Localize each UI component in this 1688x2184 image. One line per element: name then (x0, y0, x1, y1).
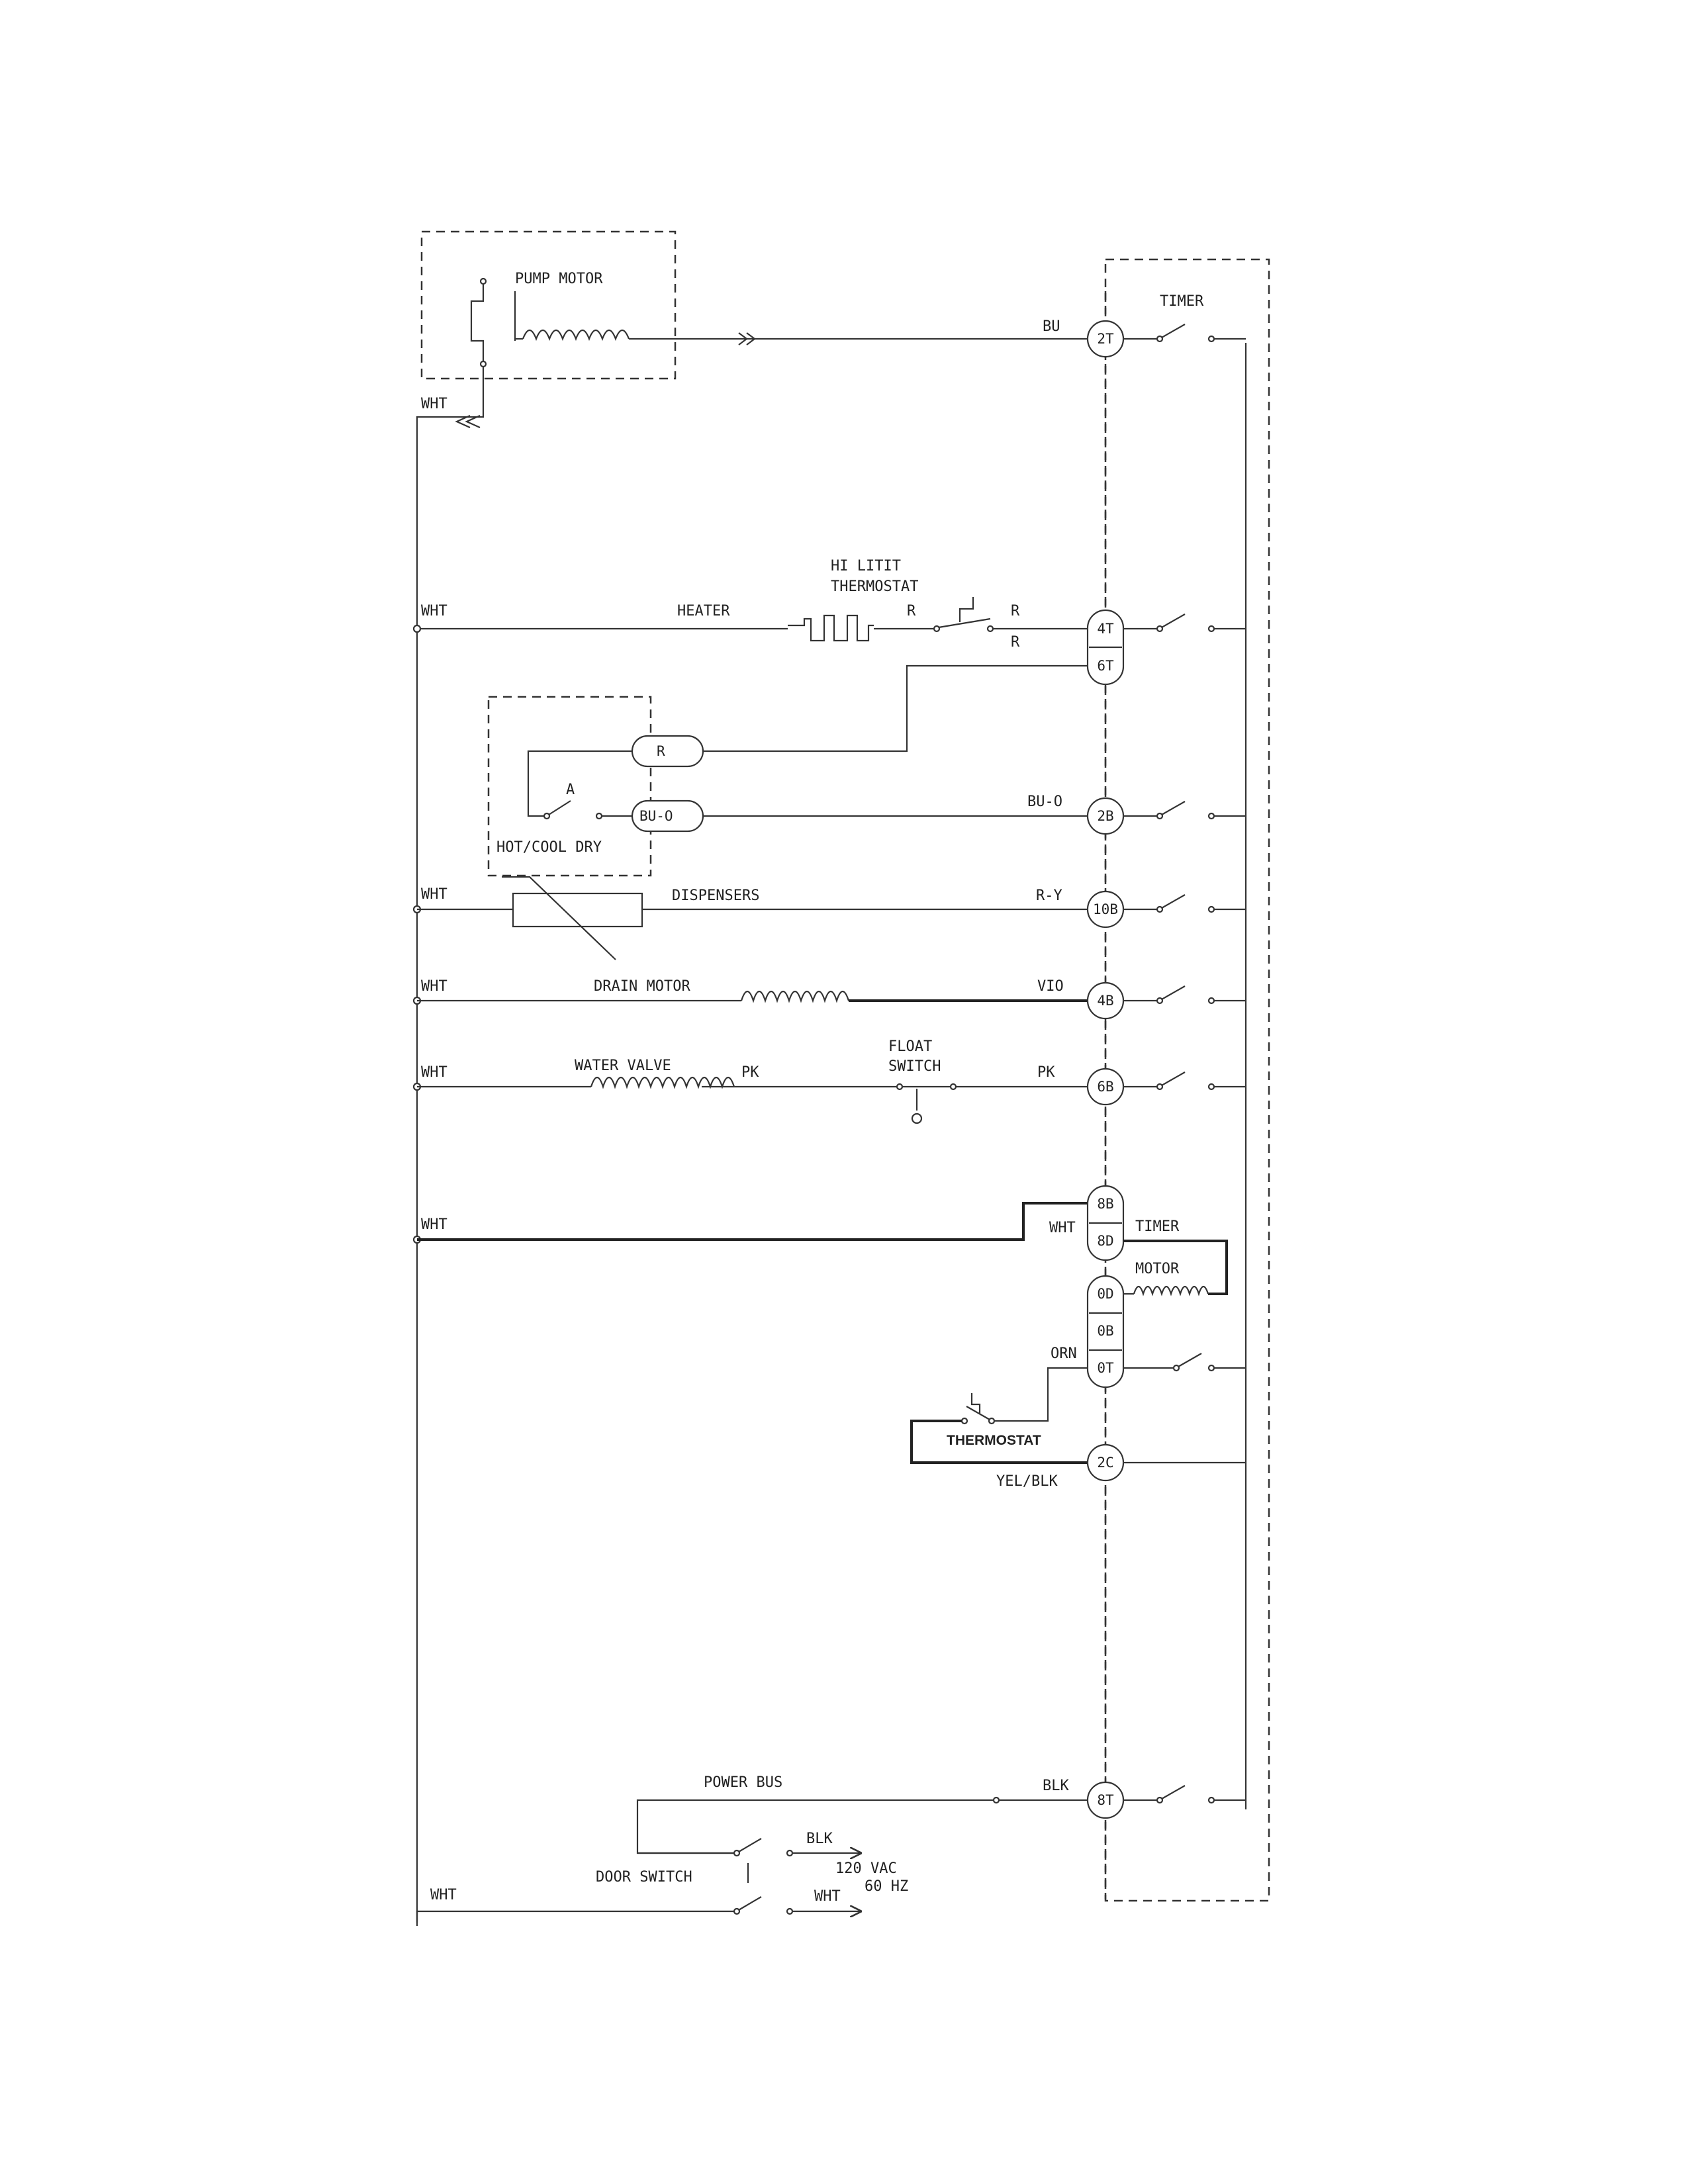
node-wht-heater (412, 624, 422, 633)
wire-wht-drain: WHT (421, 978, 447, 995)
terminal-8B-label: 8B (1097, 1196, 1113, 1212)
terminal-6B-label: 6B (1097, 1079, 1113, 1095)
wire-pk-1: PK (741, 1064, 759, 1081)
wire-timer-motor-loop (1123, 1240, 1228, 1295)
hot-cool-dry-label: HOT/COOL DRY (496, 839, 602, 856)
drain-motor-coil (740, 990, 850, 1003)
timer-contact-0T (1123, 1353, 1246, 1372)
hot-cool-dry-switch (527, 750, 632, 820)
thermostat-switch (961, 1393, 996, 1425)
wire-r-6T: R (1011, 634, 1020, 651)
timer-contact-4T (1123, 614, 1246, 633)
wire-wht-heater: WHT (421, 603, 447, 619)
terminal-0B-label: 0B (1097, 1323, 1113, 1339)
water-valve-coil (590, 1076, 735, 1089)
plug-BU-O-label: BU-O (639, 808, 673, 824)
timer-label: TIMER (1160, 293, 1204, 310)
float-switch-label-2: SWITCH (888, 1058, 941, 1075)
wire-pk-2: PK (1037, 1064, 1055, 1081)
power-bus-label: POWER BUS (704, 1774, 782, 1791)
dispensers-element (502, 876, 643, 960)
terminal-2T-label: 2T (1097, 331, 1114, 347)
terminal-8T-label: 8T (1097, 1792, 1114, 1808)
supply-frequency-label: 60 HZ (865, 1878, 908, 1895)
switch-a-label: A (566, 782, 575, 798)
supply-blk-label: BLK (806, 1831, 833, 1847)
supply-wht-label: WHT (814, 1888, 841, 1905)
wire-wht-dispensers: WHT (421, 886, 447, 903)
timer-contact-2B (1123, 801, 1246, 820)
wire-orn-label: ORN (1051, 1345, 1077, 1362)
hi-limit-label-1: HI LITIT (831, 558, 901, 574)
wire-bu: BU (1043, 318, 1060, 335)
wire-r-y-label: R-Y (1036, 887, 1062, 904)
wire-thermostat-loop (910, 1420, 1088, 1464)
terminal-4B-label: 4B (1097, 993, 1113, 1009)
wire-wht-pump: WHT (421, 396, 447, 412)
timer-enclosure (1104, 258, 1270, 1902)
supply-voltage-label: 120 VAC (835, 1860, 897, 1877)
timer-contact-6B (1123, 1071, 1246, 1091)
wire-wht-water: WHT (421, 1064, 447, 1081)
timer-contact-10B (1123, 894, 1246, 913)
timer-motor-label-1: TIMER (1135, 1218, 1180, 1235)
wire-vio-label: VIO (1037, 978, 1064, 995)
hot-cool-dry-enclosure (487, 696, 652, 877)
wire-bu-o-label: BU-O (1027, 794, 1062, 810)
terminal-group-0D-0B-0T (1086, 1275, 1125, 1388)
timer-contact-2T (1123, 324, 1246, 343)
wire-r-heater: R (907, 603, 916, 619)
pump-motor-label: PUMP MOTOR (515, 271, 603, 287)
timer-motor-label-2: MOTOR (1135, 1261, 1180, 1277)
wire-neutral-return (416, 1910, 734, 1923)
timer-motor-coil (1133, 1285, 1209, 1297)
heater-label: HEATER (677, 603, 730, 619)
terminal-10B-label: 10B (1093, 901, 1118, 917)
wire-6T-to-R (703, 664, 1088, 752)
terminal-4T-label: 4T (1097, 621, 1114, 637)
timer-contact-4B (1123, 985, 1246, 1005)
door-switch-label: DOOR SWITCH (596, 1869, 692, 1886)
heater-element (788, 614, 874, 642)
wire-orn (994, 1367, 1088, 1422)
plug-R-label: R (657, 743, 665, 759)
wire-timer-motor (417, 1202, 1088, 1241)
wire-wht-8D: WHT (1049, 1220, 1076, 1236)
terminal-2B-label: 2B (1097, 808, 1113, 824)
plug-R (631, 735, 704, 768)
pump-motor-enclosure (420, 230, 677, 380)
terminal-0T-label: 0T (1097, 1360, 1114, 1376)
terminal-2C-label: 2C (1097, 1455, 1113, 1471)
wire-yel-blk-label: YEL/BLK (996, 1473, 1058, 1490)
hi-limit-label-2: THERMOSTAT (831, 578, 918, 595)
water-valve-label: WATER VALVE (575, 1058, 671, 1074)
timer-contact-8T (1123, 1785, 1246, 1804)
drain-motor-label: DRAIN MOTOR (594, 978, 690, 995)
float-switch (896, 1083, 957, 1124)
wire-blk-label: BLK (1043, 1778, 1069, 1794)
dispensers-label: DISPENSERS (672, 887, 759, 904)
node-power-bus (992, 1796, 1000, 1804)
terminal-8D-label: 8D (1097, 1233, 1113, 1249)
thermostat-label: THERMOSTAT (947, 1433, 1041, 1448)
hi-limit-thermostat-switch (933, 597, 994, 633)
pump-motor (416, 277, 1088, 429)
terminal-6T-label: 6T (1097, 658, 1114, 674)
terminal-0D-label: 0D (1097, 1286, 1113, 1302)
wire-wht-neutral: WHT (430, 1887, 457, 1903)
wire-r-4T: R (1011, 603, 1020, 619)
wire-wht-timer: WHT (421, 1216, 447, 1233)
float-switch-label-1: FLOAT (888, 1038, 932, 1055)
